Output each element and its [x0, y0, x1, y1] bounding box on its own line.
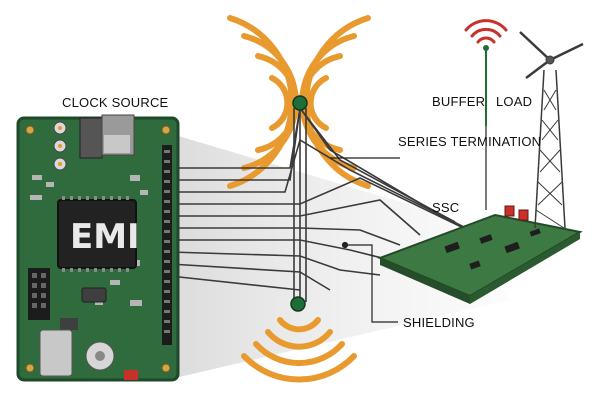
- buffer-label: BUFFER: [432, 94, 485, 109]
- ssc-label: SSC: [432, 200, 459, 215]
- antenna-mast: [519, 31, 584, 229]
- antenna-node-top: [292, 95, 308, 111]
- termination-resistor-1: [504, 205, 515, 217]
- antenna-node-bottom: [290, 296, 306, 312]
- usb-connector: [39, 329, 73, 377]
- clock-source-label: CLOCK SOURCE: [62, 95, 169, 110]
- circuit-board: EMI: [16, 114, 180, 382]
- signal-beam: [175, 135, 510, 378]
- leader-lines: [330, 126, 487, 323]
- emi-radiation-bottom: [241, 317, 357, 383]
- clock-source-components: [53, 114, 135, 171]
- target-board: [377, 205, 583, 304]
- pin-header: [28, 268, 50, 320]
- series-termination-label: SERIES TERMINATION: [398, 134, 541, 149]
- termination-resistor-2: [518, 209, 529, 221]
- wireless-signal-icon: [464, 19, 508, 126]
- shielding-label: SHIELDING: [403, 315, 475, 330]
- load-label: LOAD: [496, 94, 532, 109]
- chip-label: EMI: [70, 217, 140, 257]
